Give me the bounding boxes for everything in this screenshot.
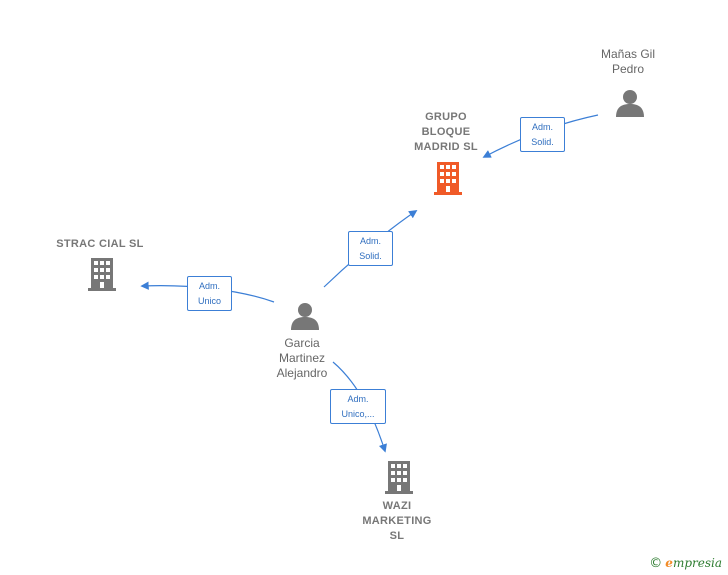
brand-name: mpresia (672, 556, 722, 570)
edge-label-garcia-to-grupo[interactable]: Adm. Solid. (348, 231, 393, 266)
node-label-strac-cial[interactable]: STRAC CIAL SL (56, 238, 144, 250)
empresia-watermark: ©empresia (649, 556, 722, 571)
building-icon-grupo-bloque[interactable] (434, 162, 462, 195)
edge-label-manas-to-grupo[interactable]: Adm. Solid. (520, 117, 565, 152)
node-label-manas-gil[interactable]: Mañas Gil Pedro (600, 47, 656, 76)
copyright-icon: © (649, 556, 663, 571)
edge-label-garcia-to-strac[interactable]: Adm. Unico (187, 276, 232, 311)
node-label-garcia[interactable]: Garcia Martinez Alejandro (276, 336, 328, 380)
person-icon-manas-gil[interactable] (616, 90, 644, 117)
person-icon-garcia[interactable] (291, 303, 319, 330)
node-label-grupo-bloque[interactable]: GRUPO BLOQUE MADRID SL (414, 111, 478, 153)
building-icon-wazi[interactable] (385, 461, 413, 494)
brand-initial: e (665, 556, 673, 570)
building-icon-strac-cial[interactable] (88, 258, 116, 291)
node-label-wazi[interactable]: WAZI MARKETING SL (362, 500, 432, 542)
edge-label-garcia-to-wazi[interactable]: Adm. Unico,... (330, 389, 386, 424)
